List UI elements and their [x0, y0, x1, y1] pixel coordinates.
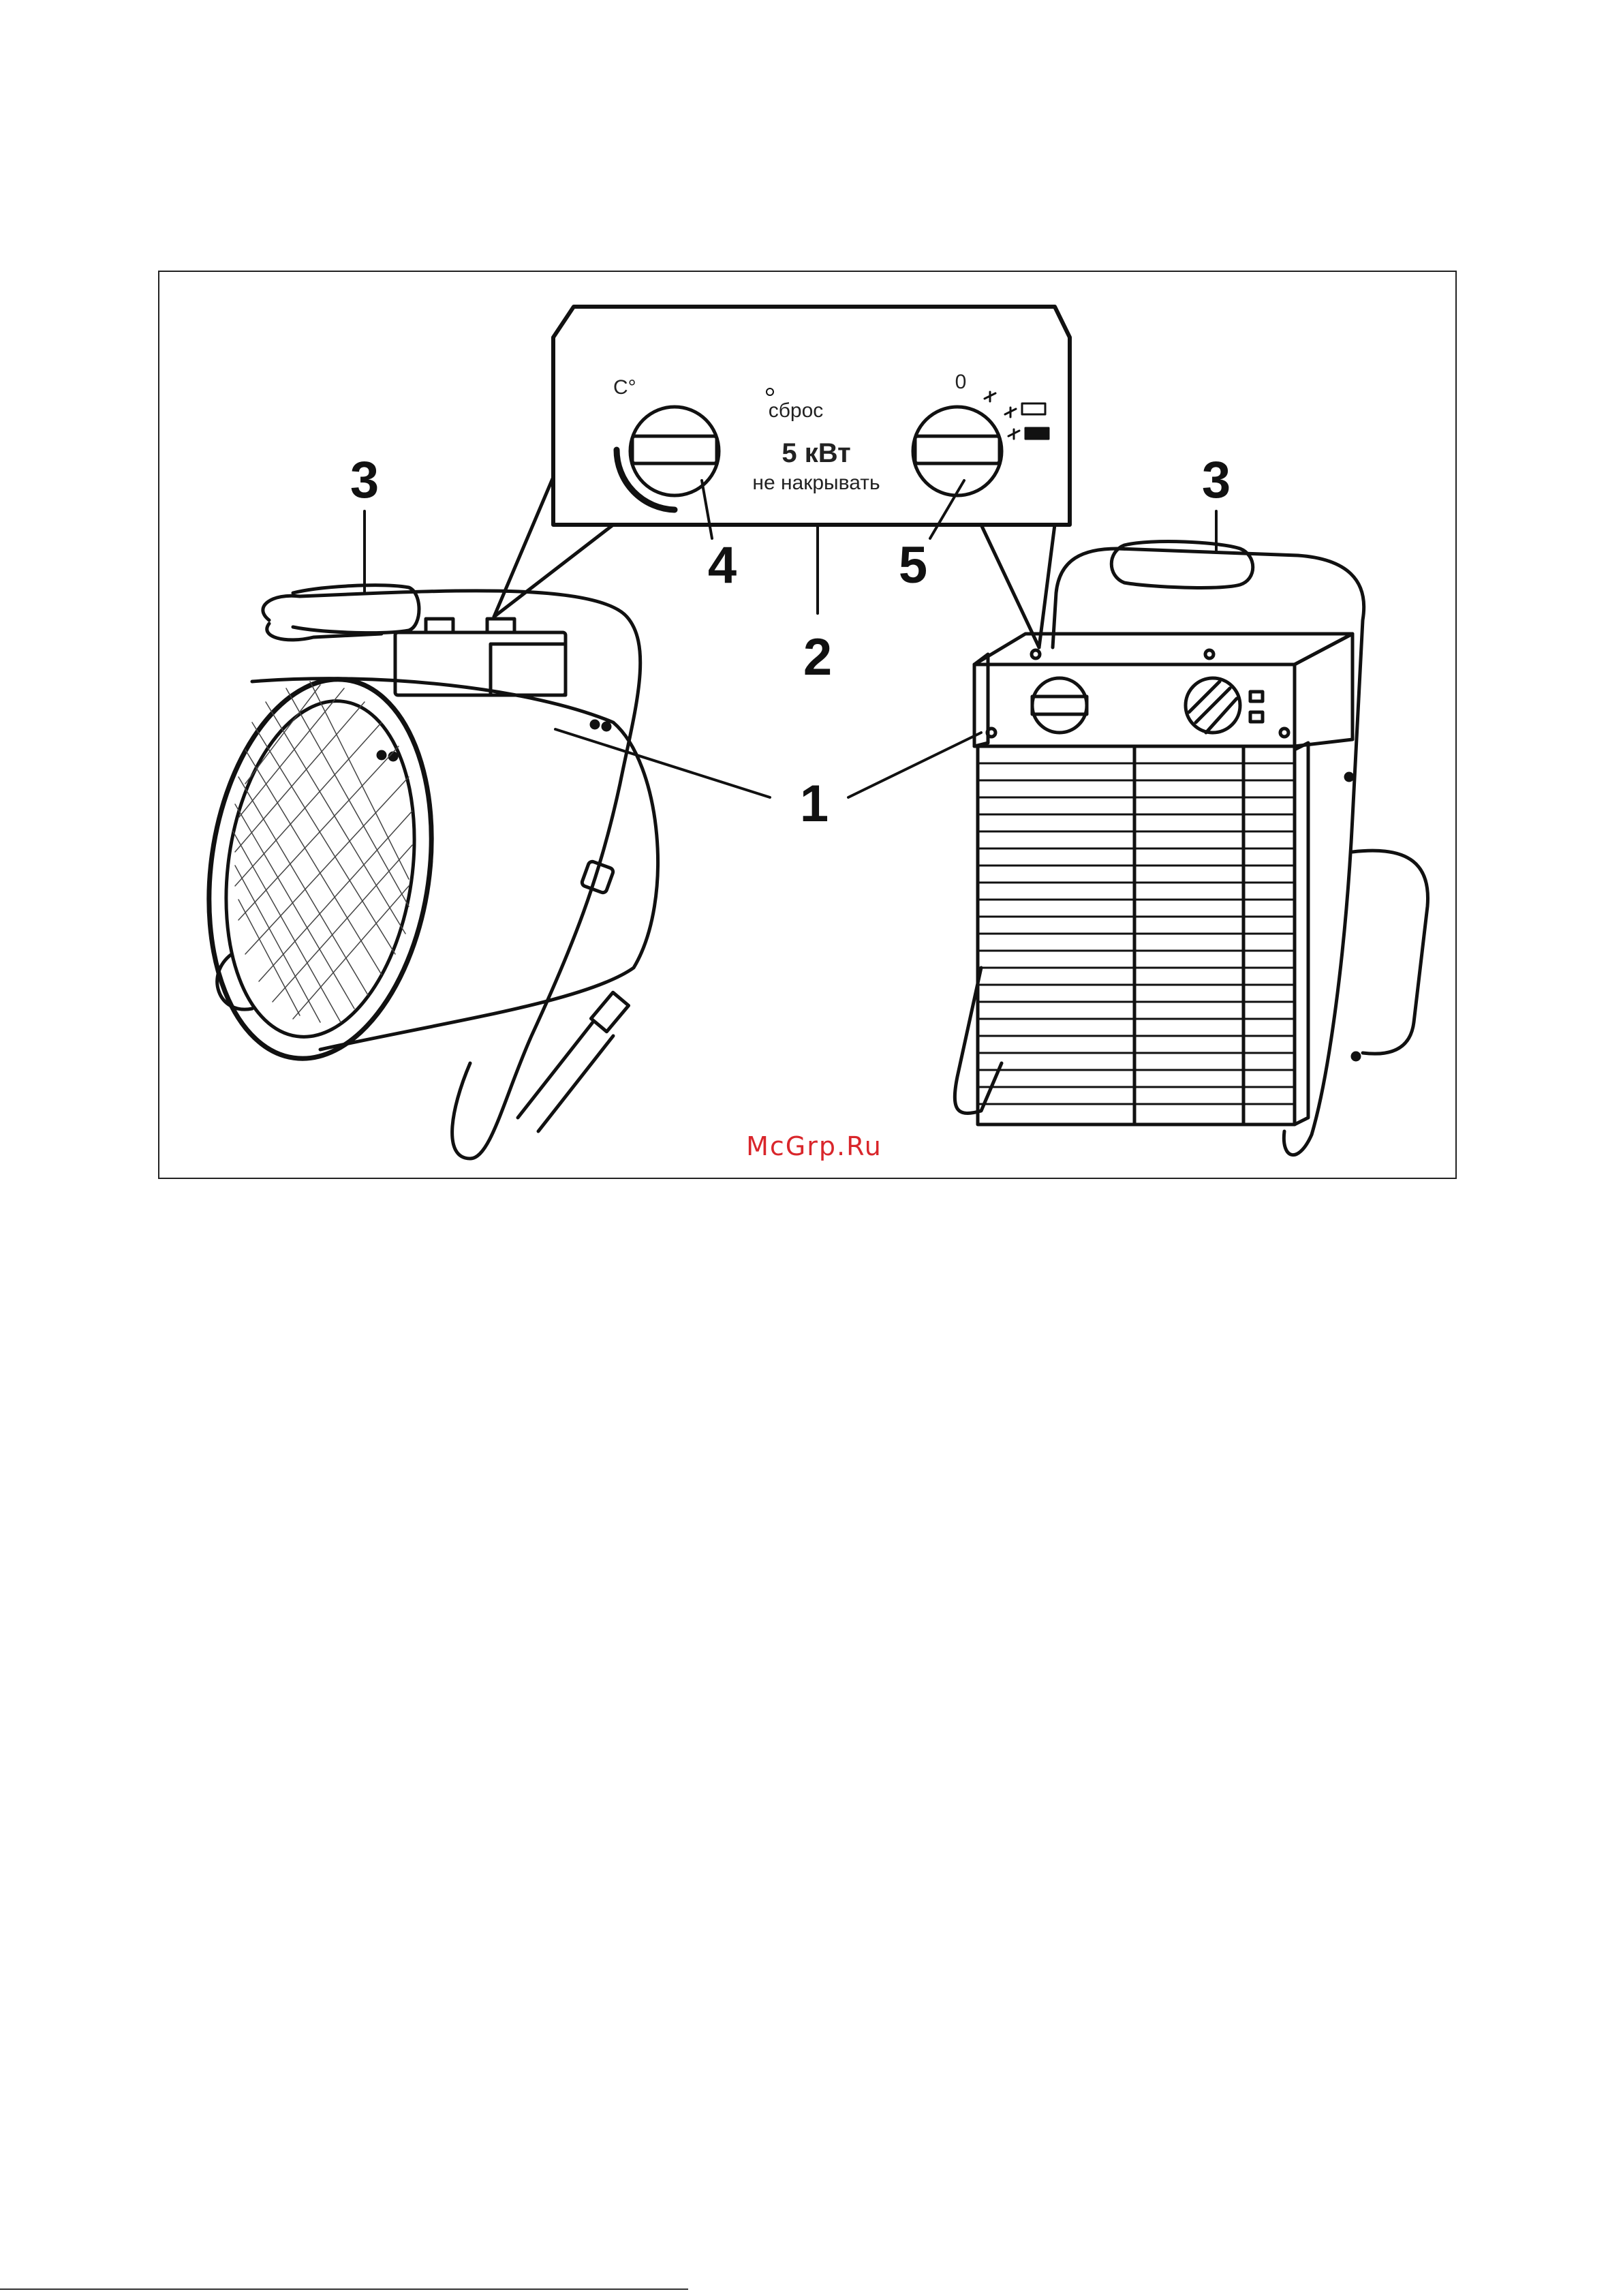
- leader-lines: [365, 480, 1216, 797]
- thermostat-label: C°: [613, 376, 636, 399]
- mode-switch-knob[interactable]: [913, 392, 1049, 495]
- power-label: 5 кВт: [782, 438, 850, 468]
- footer-rule: [0, 2289, 688, 2290]
- reset-label: сброс: [769, 399, 824, 422]
- mode-zero-label: 0: [955, 371, 967, 393]
- warning-label: не накрывать: [752, 472, 880, 494]
- callout-thermostat: 4: [708, 536, 737, 594]
- callout-handle-left: 3: [350, 451, 379, 509]
- reset-indicator-icon: [767, 388, 773, 395]
- callout-panel: 2: [803, 628, 832, 686]
- callout-handle-right: 3: [1202, 451, 1231, 509]
- round-heater: [186, 585, 658, 1159]
- watermark-text: McGrp.Ru: [746, 1131, 882, 1161]
- callout-mode-switch: 5: [899, 536, 927, 594]
- callout-body: 1: [800, 775, 829, 833]
- square-heater-grille-slats: [978, 763, 1295, 1104]
